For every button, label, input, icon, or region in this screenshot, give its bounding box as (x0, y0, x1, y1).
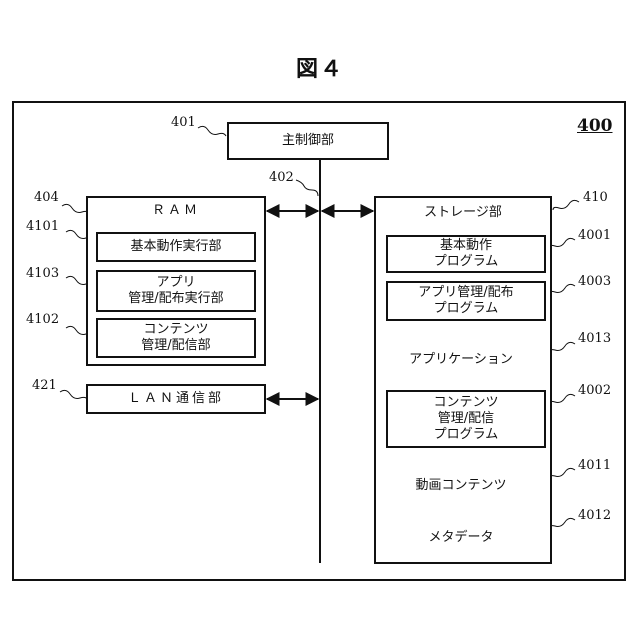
storage-item-application: アプリケーション (399, 348, 523, 372)
storage-item-video-content: 動画コンテンツ (399, 474, 523, 498)
main-control-box: 主制御部 (227, 122, 389, 160)
ref-4013: 4013 (578, 331, 611, 346)
ref-4001: 4001 (578, 228, 611, 243)
ref-4102: 4102 (26, 312, 59, 327)
figure-title: 図４ (270, 52, 370, 82)
ref-4103: 4103 (26, 266, 59, 281)
ref-402: 402 (269, 170, 294, 185)
storage-item-basic-program: 基本動作 プログラム (386, 235, 546, 273)
lan-box: ＬＡＮ通信部 (86, 384, 266, 414)
storage-item-app-program: アプリ管理/配布 プログラム (386, 281, 546, 321)
ref-4003: 4003 (578, 274, 611, 289)
ram-item-content-mgmt: コンテンツ 管理/配信部 (96, 318, 256, 358)
storage-item-metadata: メタデータ (399, 526, 523, 550)
ref-421: 421 (32, 378, 57, 393)
ref-4011: 4011 (578, 458, 611, 473)
ram-item-app-mgmt: アプリ 管理/配布実行部 (96, 270, 256, 312)
storage-label: ストレージ部 (376, 204, 550, 222)
ram-label: ＲＡＭ (88, 202, 264, 220)
ref-4002: 4002 (578, 383, 611, 398)
ref-410: 410 (583, 190, 608, 205)
ref-4101: 4101 (26, 219, 59, 234)
storage-item-content-program: コンテンツ 管理/配信 プログラム (386, 390, 546, 448)
ref-404: 404 (34, 190, 59, 205)
ram-item-basic-exec: 基本動作実行部 (96, 232, 256, 262)
ref-4012: 4012 (578, 508, 611, 523)
figure-number: 400 (577, 116, 613, 136)
ref-401: 401 (171, 115, 196, 130)
